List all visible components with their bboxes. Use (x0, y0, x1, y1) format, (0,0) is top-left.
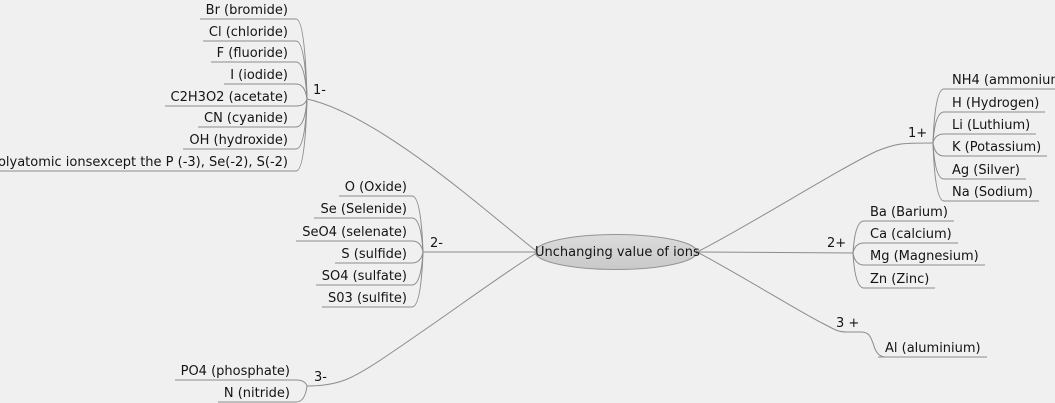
edge (224, 83, 308, 100)
edge (696, 251, 854, 254)
mindmap-node[interactable]: PO4 (phosphate) (180, 364, 290, 379)
edge (211, 61, 308, 100)
edge (932, 133, 1036, 144)
mindmap-node[interactable]: NH4 (ammonium) (952, 73, 1055, 88)
center-node-label[interactable]: Unchanging value of ions (535, 245, 700, 260)
mindmap-node[interactable]: Cl (chloride) (208, 25, 288, 40)
mindmap-node[interactable]: OH (hydroxide) (189, 133, 288, 148)
mindmap-node[interactable]: H (Hydrogen) (952, 96, 1040, 111)
mindmap-node[interactable]: F (fluoride) (216, 46, 288, 61)
edge (322, 251, 424, 308)
mindmap-node[interactable]: All polyatomic ionsexcept the P (-3), Se… (0, 155, 288, 170)
mindmap-node[interactable]: C2H3O2 (acetate) (170, 90, 288, 105)
edge (175, 379, 308, 387)
edge (306, 98, 536, 251)
branch-label-pos1[interactable]: 1+ (908, 126, 928, 141)
mindmap-node[interactable]: S (sulfide) (341, 247, 407, 262)
edge (852, 220, 954, 254)
mindmap-node[interactable]: Li (Luthium) (952, 118, 1031, 133)
edge (852, 252, 935, 289)
branch-label-pos2[interactable]: 2+ (827, 236, 847, 251)
edge (296, 240, 424, 253)
edge (696, 142, 934, 253)
mindmap-node[interactable]: CN (cyanide) (204, 111, 288, 126)
mindmap-node[interactable]: Na (Sodium) (952, 185, 1033, 200)
mindmap-node[interactable]: SeO4 (selenate) (302, 225, 407, 240)
mindmap-node[interactable]: SO4 (sulfate) (321, 269, 407, 284)
center-node-ellipse[interactable] (534, 234, 698, 270)
mindmap-node[interactable]: S03 (sulfite) (328, 291, 407, 306)
edge (852, 242, 958, 254)
edge (218, 385, 308, 403)
edge (314, 217, 424, 253)
edge (696, 251, 887, 358)
mindmap-node[interactable]: I (iodide) (230, 68, 288, 83)
branch-label-pos3[interactable]: 3 + (836, 316, 860, 331)
mindmap-node[interactable]: Br (bromide) (205, 3, 288, 18)
mindmap-node[interactable]: O (Oxide) (344, 180, 407, 195)
edge (0, 98, 308, 172)
branch-label-neg1[interactable]: 1- (313, 83, 326, 98)
branch-label-neg3[interactable]: 3- (314, 370, 327, 385)
edge (306, 253, 536, 387)
mindmap-node[interactable]: Ag (Silver) (952, 163, 1020, 178)
mindmap-node[interactable]: Se (Selenide) (320, 202, 408, 217)
mindmap-node[interactable]: Zn (Zinc) (870, 272, 930, 287)
mindmap-node[interactable]: Ca (calcium) (870, 227, 952, 242)
edge (932, 111, 1045, 144)
mindmap-node[interactable]: Al (aluminium) (885, 341, 981, 356)
mindmap-node[interactable]: Mg (Magnesium) (870, 249, 979, 264)
edge (932, 142, 1039, 202)
mindmap-node[interactable]: K (Potassium) (952, 140, 1042, 155)
branch-label-neg2[interactable]: 2- (430, 236, 443, 251)
mindmap-node[interactable]: N (nitride) (223, 386, 290, 401)
mindmap-node[interactable]: Ba (Barium) (870, 205, 948, 220)
